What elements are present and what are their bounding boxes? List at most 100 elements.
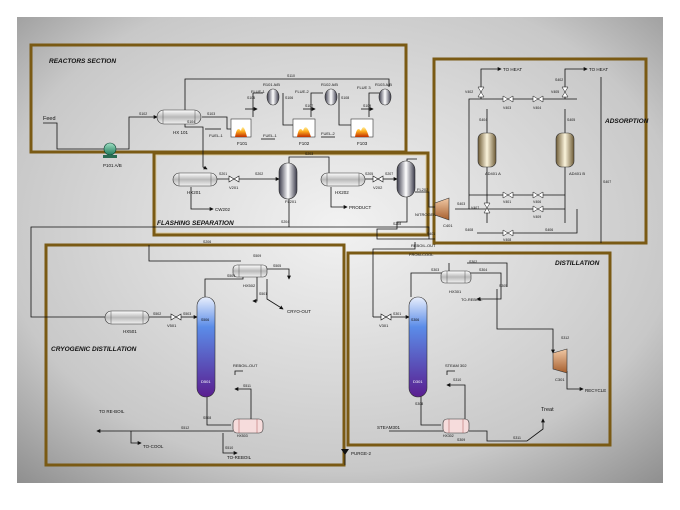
steam302-label: STEAM 302 [445,363,467,368]
flash-drum-fl201[interactable]: FL201 [278,162,298,204]
valve-v301[interactable]: V301 [379,313,392,328]
valve-v202[interactable]: V202 [372,175,384,190]
purge-label: PURGE-2 [351,451,372,456]
valve-v201[interactable]: V201 [228,175,240,190]
valve-v404[interactable]: V404 [532,95,544,110]
f103-label: F103 [357,141,368,146]
stream-s509: S509 [253,254,261,258]
fl201-vessel-icon [278,162,298,200]
furnace-f103[interactable]: F103 [350,118,374,146]
to-heat1-label: TO HEAT [503,67,522,72]
stream-s404: S404 [479,118,487,122]
stream-s510: S510 [225,446,233,450]
pump-label: P101 A/B [103,163,122,168]
steam301-label: STEAM301 [377,425,401,430]
v409-valve-icon [532,205,544,213]
v405-valve-icon [561,86,569,98]
hx201-label: HX201 [187,190,201,195]
stream-s508: S508 [203,416,211,420]
reactor-r101[interactable]: R101 A/B [263,82,280,106]
heat-exchanger-hx501[interactable]: HX501 [104,310,150,334]
valve-v401[interactable]: V401 [502,191,514,204]
reactors-section-title: REACTORS SECTION [49,58,116,65]
stream-s501: S501 [259,292,267,296]
r103-label: R103 A/B [375,82,392,87]
diagram-background [17,17,663,483]
furnace-f101[interactable]: F101 [230,118,252,146]
valve-v402[interactable]: V402 [465,86,485,98]
heat-exchanger-hx101[interactable]: HX 101 [156,109,202,135]
v402-valve-icon [477,86,485,98]
stream-s102: S102 [139,112,147,116]
distillation-section-border [346,251,612,447]
adsorber-ad401b[interactable]: AD401 B [555,132,585,176]
compressor-c301[interactable]: C301 [552,348,568,382]
heat-exchanger-hx202[interactable]: HX202 [320,172,366,195]
furnace-f102[interactable]: F102 [292,118,316,146]
valve-v406[interactable]: V406 [532,191,544,204]
cw202-label: CW202 [215,207,231,212]
stream-s406: S406 [545,228,553,232]
valve-v501[interactable]: V501 [167,313,182,328]
fuel2-label: FUEL-2 [321,131,336,136]
s508-line [206,395,231,426]
purge-valve[interactable]: PURGE-2 [341,449,372,456]
heat-exchanger-hx301[interactable]: HX301 [440,270,472,294]
heat-exchanger-hx201[interactable]: HX201 [172,172,218,195]
flashing-section-border [152,151,430,237]
s304-line [467,262,508,287]
compressor-c401[interactable]: C401 [434,197,453,228]
ad401a-vessel-icon [477,132,497,168]
v406-valve-icon [532,191,544,199]
stream-s305: S305 [499,284,507,288]
distillation-column-d501[interactable]: D501 [196,296,216,398]
pump-p101[interactable]: P101 A/B [103,142,122,168]
product-label: PRODUCT [349,205,372,210]
stream-s206: S206 [203,240,211,244]
v408-label: V408 [503,238,511,242]
flash-drum-fl202[interactable]: FL202 [396,160,429,198]
treat-label: Treat [541,407,554,413]
fl202-vessel-icon [396,160,416,198]
c401-compressor-icon [434,197,450,221]
stream-s408: S408 [465,228,473,232]
flue2-label: FLUE-2 [295,89,310,94]
stream-s505: S505 [273,264,281,268]
valve-v408[interactable]: V408 [502,229,514,242]
stream-s303: S303 [431,268,439,272]
nitrogen-line [415,191,437,208]
stream-s403: S403 [457,202,465,206]
stream-s308: S308 [415,402,423,406]
reactor-r102[interactable]: R102 A/B [321,82,338,106]
distillation-column-d301[interactable]: D301 [408,296,428,398]
s501-line [148,245,241,262]
stream-s306: S306 [411,318,419,322]
hx501-shell [104,310,150,325]
valve-v409[interactable]: V409 [532,205,544,219]
v404-valve-icon [532,95,544,103]
valve-v403[interactable]: V403 [502,95,514,110]
fuel1-label: FUEL-1 [209,133,224,138]
heat-exchanger-hx502[interactable]: HX502 [232,264,268,288]
c301-compressor-icon [552,348,568,374]
s108-line [338,93,353,126]
fl201-label: FL201 [285,199,297,204]
f102-flame-icon [297,127,311,137]
adsorber-ad401a[interactable]: AD401 A [477,132,501,176]
d501-column-icon [196,296,216,398]
reactor-r103[interactable]: R103 A/B [375,82,392,106]
s308-line [420,395,441,426]
reboiler-hx503[interactable]: HX503 [232,418,264,438]
d301-label: D301 [413,379,423,384]
valve-v405[interactable]: V405 [551,86,569,98]
cryo-out-label-group: CRYO-OUT [287,309,311,314]
reboiler-hx302[interactable]: HX302 [442,418,470,438]
hx202-shell [320,172,366,187]
stream-s312: S312 [561,336,569,340]
valve-v407[interactable]: V407 [471,202,491,214]
cryogenic-section-title: CRYOGENIC DISTILLATION [51,346,137,353]
reboil-out3-label: REBOIL-OUT [411,243,436,248]
ad401b-vessel-icon [555,132,575,168]
stream-s402: S402 [555,78,563,82]
s305-line [496,289,555,354]
